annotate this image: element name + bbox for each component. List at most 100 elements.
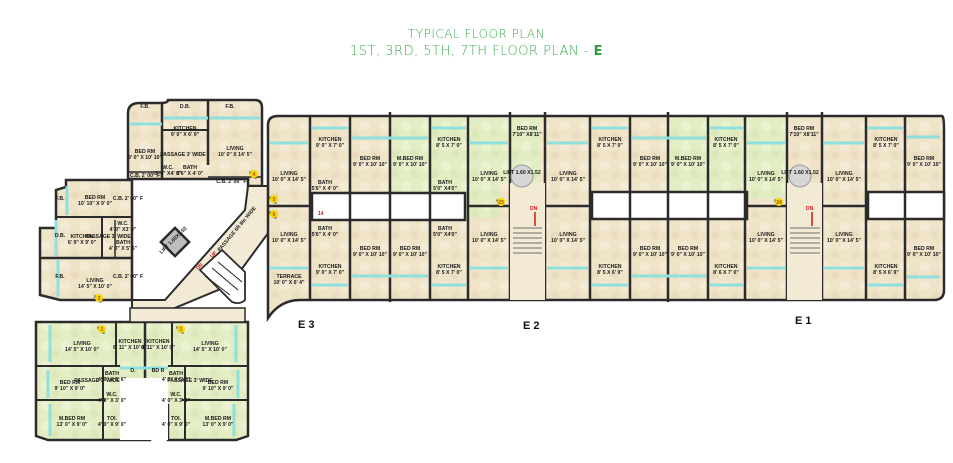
room-e1-bed-bot: BED RM9' 0" X 10' 10" <box>907 246 941 258</box>
room-name: W.C. <box>106 392 118 398</box>
room-sw-bed: BED RM9' 10" X 9' 0" <box>54 380 86 392</box>
e2-lift-label: LIFT 1.60 X1.52 <box>503 170 541 176</box>
room-size: 5'0" X4'0" <box>433 186 457 192</box>
room-size: 9' 0" X 10' 10" <box>393 252 427 258</box>
door-number: 24 <box>776 200 782 206</box>
room-size: 10' 0" X 14' 5" <box>749 177 783 183</box>
room-size: 4' 0" X 5' 6" <box>162 377 191 383</box>
room-name: LIVING <box>226 146 243 152</box>
door-marker-4: 4 <box>249 170 258 179</box>
door-marker-2: 2 <box>97 325 106 334</box>
room-name: M.BED RM <box>397 156 423 162</box>
room-sw-wc: W.C.4' 0" X 3' 0" <box>98 392 127 404</box>
small-lift <box>159 226 191 258</box>
room-name: LIVING <box>757 171 774 177</box>
room-name: LIVING <box>280 232 297 238</box>
room-name: M.BED RM <box>59 416 85 422</box>
room-name: C.B. 2' 00" F <box>130 173 160 179</box>
room-name: KITCHEN <box>874 137 897 143</box>
door-number: 4 <box>253 172 256 178</box>
room-size: 10' 0" X 14' 5" <box>551 177 585 183</box>
room-size: 10' 0" X 6' 4" <box>273 280 305 286</box>
room-e2-mbed-top: M.BED RM9' 0" X 10' 10" <box>671 156 705 168</box>
room-size: 13' 0" X 9' 0" <box>202 422 234 428</box>
room-size: 13' 0" X 9' 0" <box>56 422 88 428</box>
room-name: BD R <box>152 368 165 374</box>
room-name: F.B. <box>55 196 65 202</box>
plan-wing-letter: E <box>593 44 603 59</box>
room-size: 9' 0" X 10' 10" <box>633 252 667 258</box>
room-name: C.B. 2' 00" FT <box>216 179 250 185</box>
wing-label-e3: E 3 <box>298 319 315 331</box>
room-name: BED RM <box>640 156 660 162</box>
e1-core: LIFT 1.60 X1.52 DN <box>781 164 822 300</box>
room-name: BED RM <box>914 246 934 252</box>
room-size: 7'10" X8'11" <box>789 132 819 138</box>
room-size: 8' 11" X 10' 0" <box>141 345 175 351</box>
room-name: LIVING <box>757 232 774 238</box>
room-nw-passage: PASSAGE 3' WIDE <box>160 152 206 158</box>
room-name: BED RM <box>914 156 934 162</box>
door-14-label: 14 <box>318 211 324 217</box>
room-nw-bed: BED RM9' 0" X 10' 10" <box>128 149 162 161</box>
room-size: 4' 0" X 3' 0" <box>162 398 191 404</box>
e2-dn-label: DN <box>530 206 538 212</box>
room-name: BED RM <box>60 380 80 386</box>
room-name: D.B. <box>180 104 191 110</box>
room-name: BATH <box>318 226 332 232</box>
room-size: 14' 5" X 10' 0" <box>65 347 99 353</box>
room-nw-db: D.B. <box>180 104 191 110</box>
room-size: 9' 10" X 9' 0" <box>54 386 86 392</box>
room-size: 10' 0" X 14' 5" <box>472 177 506 183</box>
room-size: 8' 5 X 7' 0" <box>713 143 739 149</box>
room-name: LIVING <box>835 232 852 238</box>
room-size: 6' 9" X 9' 0" <box>68 240 97 246</box>
room-e1-bed-lift: BED RM7'10" X8'11" <box>789 126 819 138</box>
wing-label-e1: E 1 <box>795 315 812 327</box>
room-name: KITCHEN <box>318 137 341 143</box>
room-name: BED RM <box>678 246 698 252</box>
e3-corridor-void <box>310 191 467 222</box>
room-se-wc: W.C.4' 0" X 3' 0" <box>162 392 191 404</box>
room-size: 3' 0" X4' 0" <box>155 171 182 177</box>
room-size: 9' 0" X 10' 10" <box>353 162 387 168</box>
room-size: 8' 11" X 10' 0" <box>113 345 147 351</box>
main-block: LIFT 1.60 X1.52 DN LIFT 1.60 X1.52 DN 14 <box>266 112 946 323</box>
door-number: 2 <box>101 327 104 333</box>
door-marker-23: 23 <box>496 198 505 207</box>
room-size: 10' 0" X 14' 5" <box>827 177 861 183</box>
room-name: BATH <box>169 371 183 377</box>
room-size: 5'6" X 4' 0" <box>177 171 204 177</box>
plan-subtitle-text: 1ST, 3RD, 5TH, 7TH FLOOR PLAN - <box>350 44 589 59</box>
room-name: PASSAGE 3' WIDE <box>85 234 131 240</box>
room-size: 4' 0" X 3' 0" <box>98 398 127 404</box>
room-e2-bed-bot2: BED RM9' 0" X 10' 10" <box>671 246 705 258</box>
room-name: BATH <box>105 371 119 377</box>
room-name: D. <box>130 368 136 374</box>
room-name: BED RM <box>517 126 537 132</box>
room-name: KITCHEN <box>437 264 460 270</box>
room-name: W.C. <box>117 221 129 227</box>
west-staircase <box>198 248 246 305</box>
room-w-fb2: F.B. <box>55 274 65 280</box>
room-name: KITCHEN <box>173 126 196 132</box>
room-name: C.B. 2' 00" F <box>113 196 143 202</box>
room-name: KITCHEN <box>874 264 897 270</box>
